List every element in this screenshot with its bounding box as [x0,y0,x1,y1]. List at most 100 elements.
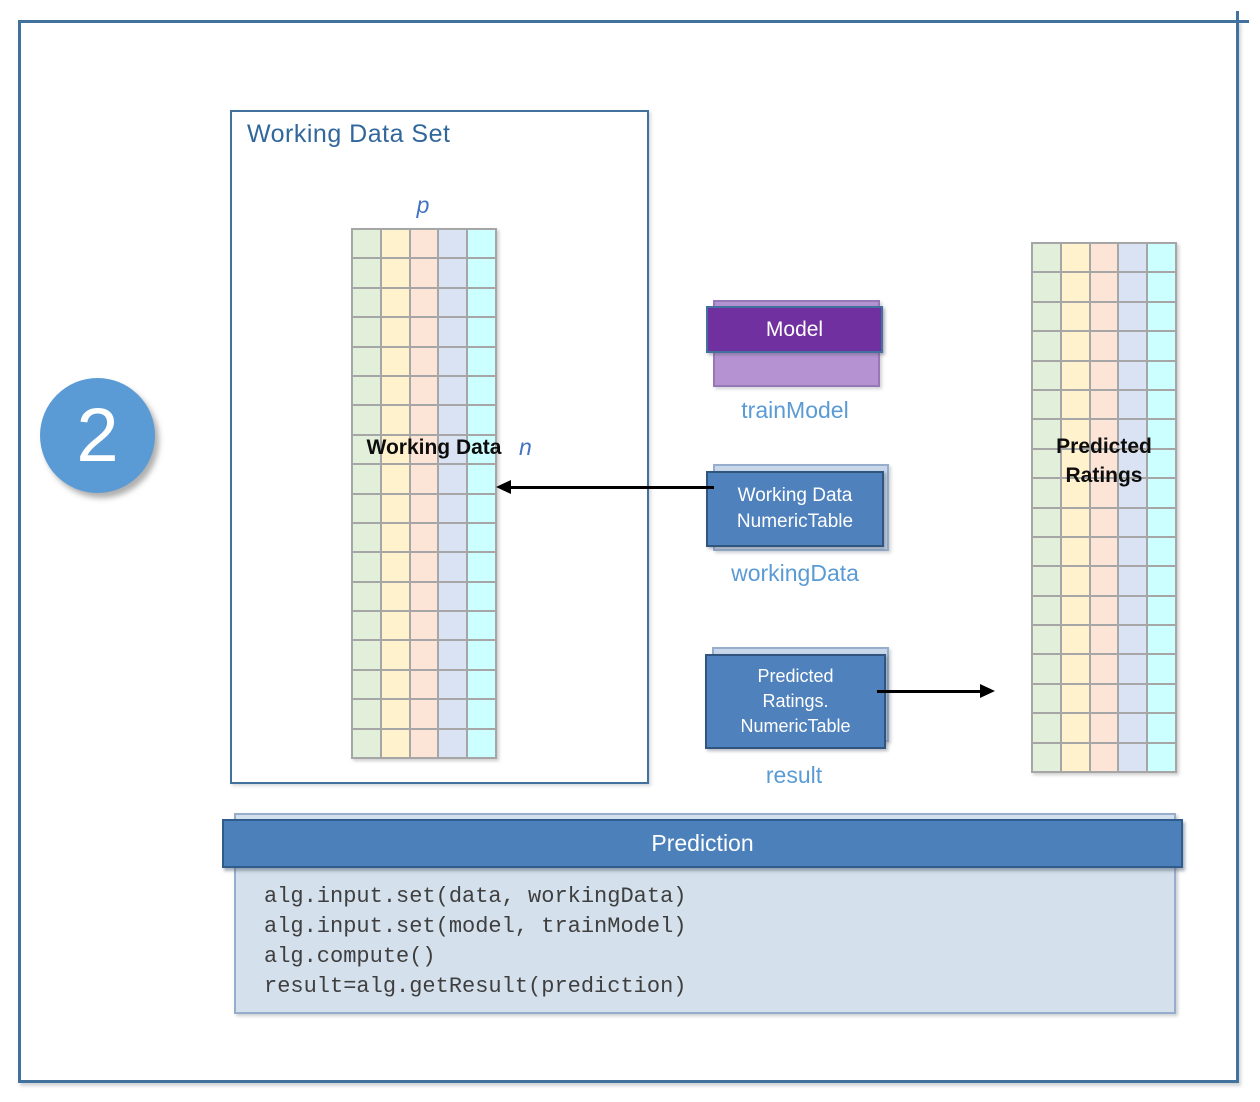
matrix-cell [1119,420,1147,448]
matrix-cell [1033,743,1060,771]
matrix-cell [1061,626,1089,654]
matrix-cell [381,318,409,346]
matrix-cell [353,523,380,552]
matrix-cell [381,406,409,434]
matrix-cell [1090,626,1118,654]
matrix-cell [381,612,409,640]
matrix-cell [439,641,467,669]
matrix-cell [439,465,467,493]
matrix-cell [353,582,380,611]
matrix-cell [1119,537,1147,566]
matrix-cell [1033,332,1060,360]
step-number: 2 [76,393,119,478]
matrix-cell [1090,390,1118,419]
matrix-cell [353,230,380,258]
matrix-cell [1119,714,1147,742]
code-line: alg.compute() [264,944,436,969]
matrix-cell [439,406,467,434]
matrix-cell [1148,361,1175,389]
matrix-cell [439,376,467,405]
matrix-cell [1033,302,1060,331]
matrix-cell [353,553,380,581]
matrix-cell [1148,567,1175,595]
matrix-cell [1148,449,1175,478]
frame-corner-overshoot-horizontal [1239,20,1249,23]
matrix-cell [1148,626,1175,654]
prediction-header-bar: Prediction [222,819,1183,868]
matrix-cell [353,670,380,699]
model-node-label: Model [765,317,824,341]
matrix-cell [410,406,438,434]
matrix-cell [1148,273,1175,301]
matrix-cell [353,347,380,375]
matrix-cell [381,435,409,464]
matrix-cell [1090,302,1118,331]
matrix-cell [1148,244,1175,272]
matrix-cell [1148,655,1175,683]
matrix-cell [1033,361,1060,389]
matrix-cell [439,612,467,640]
working-data-node-line: Working Data [737,485,853,506]
columns-dimension-label: p [416,192,430,218]
working-data-set-title: Working Data Set [247,120,451,148]
arrow-to-working-data [509,486,714,489]
matrix-cell [381,670,409,699]
matrix-cell [439,670,467,699]
matrix-cell [1119,244,1147,272]
working-data-numerictable-node: Working Data NumericTable [706,471,884,547]
matrix-cell [1090,449,1118,478]
matrix-cell [468,259,495,287]
matrix-cell [1148,479,1175,507]
matrix-cell [439,553,467,581]
matrix-cell [1061,449,1089,478]
matrix-cell [353,376,380,405]
matrix-cell [353,406,380,434]
matrix-cell [1090,361,1118,389]
matrix-cell [1090,714,1118,742]
matrix-cell [1061,596,1089,625]
matrix-cell [1119,508,1147,536]
matrix-cell [439,230,467,258]
matrix-cell [1061,479,1089,507]
matrix-cell [439,288,467,317]
model-node: Model [706,306,883,353]
matrix-cell [381,465,409,493]
result-node-line: Predicted [757,666,834,686]
matrix-cell [410,435,438,464]
matrix-cell [353,259,380,287]
matrix-cell [1061,390,1089,419]
matrix-cell [381,230,409,258]
predicted-ratings-matrix-label: Predicted Ratings [1031,432,1177,490]
matrix-cell [1061,655,1089,683]
matrix-cell [410,670,438,699]
matrix-cell [381,582,409,611]
matrix-cell [410,641,438,669]
matrix-cell [1119,449,1147,478]
predicted-ratings-label-line: Ratings [1065,464,1143,487]
matrix-cell [410,347,438,375]
matrix-cell [1148,332,1175,360]
matrix-cell [468,435,495,464]
code-line: alg.input.set(data, workingData) [264,884,687,909]
matrix-cell [1033,449,1060,478]
matrix-cell [381,729,409,757]
matrix-cell [468,318,495,346]
matrix-cell [1061,567,1089,595]
matrix-cell [1119,332,1147,360]
matrix-cell [381,494,409,522]
prediction-code-block: alg.input.set(data, workingData)alg.inpu… [264,882,686,1002]
matrix-cell [1119,684,1147,713]
matrix-cell [381,288,409,317]
matrix-cell [1148,390,1175,419]
matrix-cell [1090,567,1118,595]
matrix-cell [1119,273,1147,301]
matrix-cell [1061,273,1089,301]
matrix-cell [1119,567,1147,595]
matrix-cell [381,259,409,287]
matrix-cell [381,700,409,728]
frame-corner-overshoot-vertical [1236,11,1239,21]
result-node-line: Ratings. [762,691,829,711]
matrix-cell [1090,743,1118,771]
matrix-cell [1148,596,1175,625]
matrix-cell [410,523,438,552]
